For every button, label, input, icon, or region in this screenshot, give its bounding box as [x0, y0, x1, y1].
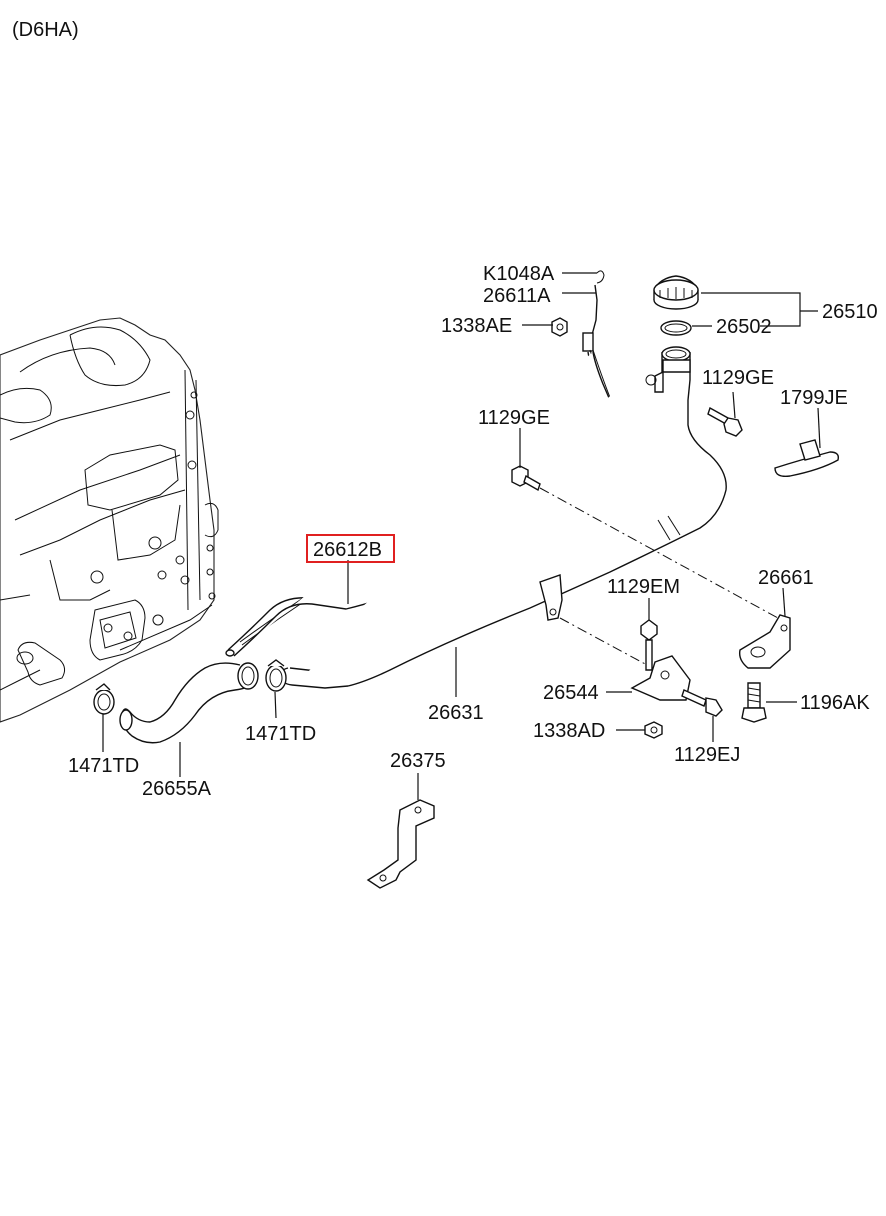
hose-26655A[interactable] — [119, 662, 259, 744]
clip-1799JE[interactable] — [774, 439, 840, 478]
bolt-1129GE-upper[interactable] — [707, 406, 743, 437]
label-26612B[interactable]: 26612B — [313, 539, 382, 561]
label-26502[interactable]: 26502 — [716, 316, 772, 338]
bolt-1196AK[interactable] — [741, 682, 767, 723]
label-1799JE[interactable]: 1799JE — [780, 387, 848, 409]
hose-clamp-1471TD-b[interactable] — [265, 659, 287, 692]
engine-block-illustration — [0, 317, 219, 723]
hose-clamp-1471TD-a[interactable] — [93, 683, 115, 715]
oil-filler-pipe-26631[interactable] — [279, 346, 727, 689]
label-1338AD[interactable]: 1338AD — [533, 720, 605, 742]
model-code: (D6HA) — [12, 19, 79, 41]
label-1196AK[interactable]: 1196AK — [800, 692, 870, 714]
label-26611A[interactable]: 26611A — [483, 285, 551, 307]
label-1129EM[interactable]: 1129EM — [607, 576, 680, 598]
label-1471TD-left[interactable]: 1471TD — [68, 755, 139, 777]
label-26655A[interactable]: 26655A — [142, 778, 212, 800]
label-26544[interactable]: 26544 — [543, 682, 599, 704]
label-26510[interactable]: 26510 — [822, 301, 878, 323]
label-1129GE-upper[interactable]: 1129GE — [702, 367, 774, 389]
oil-filler-cap-26510[interactable] — [653, 275, 699, 310]
highlight-box-26612B — [306, 534, 395, 563]
label-1129EJ[interactable]: 1129EJ — [674, 744, 740, 766]
label-1471TD-right[interactable]: 1471TD — [245, 723, 316, 745]
label-26631[interactable]: 26631 — [428, 702, 484, 724]
label-26661[interactable]: 26661 — [758, 567, 814, 589]
o-ring-26502[interactable] — [660, 320, 692, 336]
bracket-26544[interactable] — [630, 655, 691, 701]
nut-1338AE[interactable] — [551, 317, 568, 337]
label-1338AE[interactable]: 1338AE — [441, 315, 512, 337]
label-1129GE-lower[interactable]: 1129GE — [478, 407, 550, 429]
label-26375[interactable]: 26375 — [390, 750, 446, 772]
bracket-26661[interactable] — [738, 614, 791, 669]
nut-1338AD[interactable] — [644, 721, 663, 739]
bolt-1129EJ[interactable] — [681, 689, 723, 717]
leader-lines — [102, 272, 821, 800]
bracket-26375[interactable] — [366, 799, 435, 889]
label-K1048A[interactable]: K1048A — [483, 263, 555, 285]
